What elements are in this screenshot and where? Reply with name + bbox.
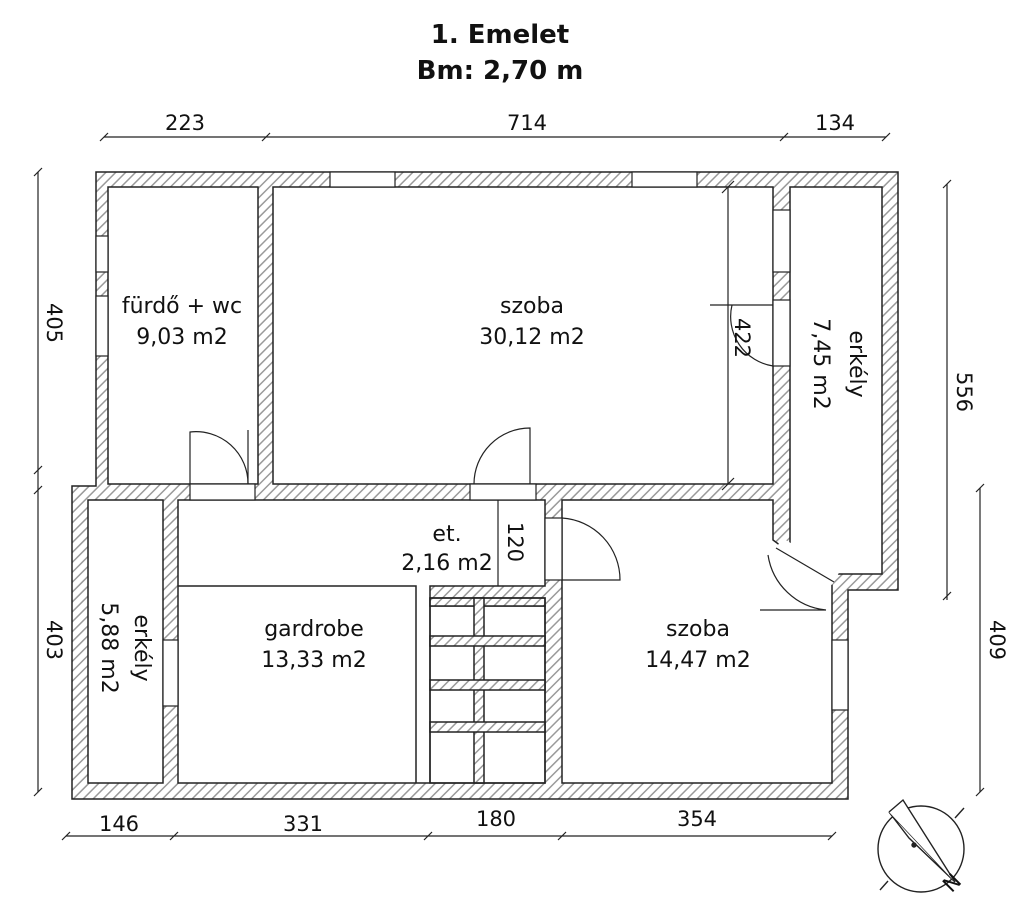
dim-left-1: 405 [42,303,66,343]
room-name-balcony-left: erkély [129,614,154,681]
dim-inner-120: 120 [503,522,527,562]
compass-north-label: N [938,869,966,897]
room-area-balcony-left: 5,88 m2 [96,602,121,693]
room-name-small-room: szoba [666,617,730,642]
dim-bottom-4: 354 [677,807,717,831]
shelving [429,597,546,784]
room-area-balcony-right: 7,45 m2 [808,318,833,409]
room-area-wardrobe: 13,33 m2 [261,648,366,673]
windows [95,171,849,711]
floor-title: 1. Emelet [430,20,570,50]
dim-bottom-2: 331 [283,812,323,836]
dim-top-1: 223 [165,111,205,135]
dim-bottom-3: 180 [476,807,516,831]
room-area-big-room: 30,12 m2 [479,325,584,350]
room-area-small-room: 14,47 m2 [645,648,750,673]
inner-dimension-422-line [721,180,735,491]
room-name-bathroom: fürdő + wc [122,294,242,319]
room-area-bathroom: 9,03 m2 [136,325,227,350]
dim-right-2: 409 [985,620,1009,660]
dim-right-1: 556 [952,372,976,412]
dim-inner-422: 422 [730,318,754,358]
room-area-hall: 2,16 m2 [401,551,492,576]
dim-top-2: 714 [507,111,547,135]
room-name-hall: et. [432,522,461,547]
ceiling-height: Bm: 2,70 m [416,56,584,86]
compass-icon [877,798,965,893]
dimension-lines [33,132,985,841]
dim-bottom-1: 146 [99,812,139,836]
dim-left-2: 403 [42,620,66,660]
dim-top-3: 134 [815,111,855,135]
room-name-wardrobe: gardrobe [264,617,364,642]
room-name-big-room: szoba [500,294,564,319]
doors [189,304,840,611]
room-name-balcony-right: erkély [844,330,869,397]
